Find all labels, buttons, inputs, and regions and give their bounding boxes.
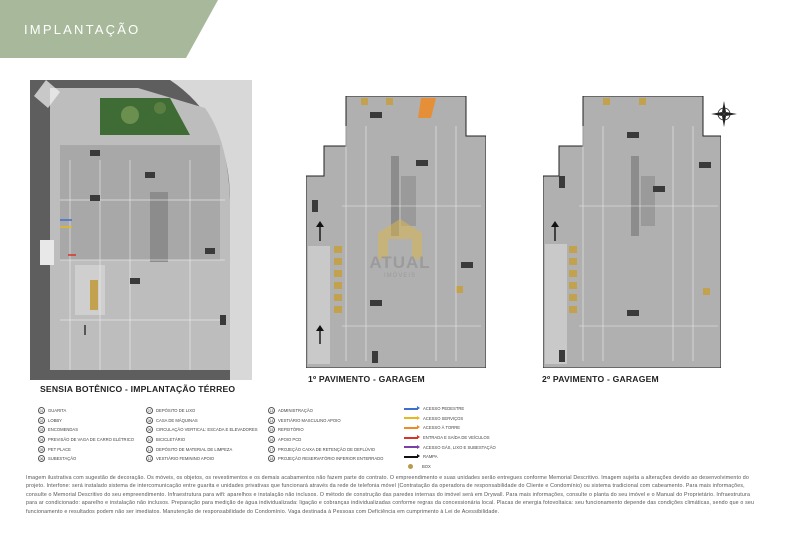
watermark-house-icon: [378, 219, 422, 259]
legend-label: DEPÓSITO DE LIXO: [156, 408, 196, 414]
watermark-text: ATUAL: [369, 253, 431, 272]
arrow-right-icon: [404, 406, 420, 411]
watermark-subtext: IMÓVEIS: [383, 273, 416, 279]
legend-number: 16: [268, 436, 275, 444]
legend-number: 02: [38, 416, 45, 424]
legend-label: APOIO PCD: [278, 437, 302, 443]
legend-label: BICICLETÁRIO: [156, 437, 186, 443]
legend-number: 05: [38, 445, 45, 453]
legend-number: 13: [268, 407, 275, 415]
legend-number: 15: [268, 426, 275, 434]
legend-label: ENTRADA E SAÍDA DE VEÍCULOS: [423, 435, 490, 441]
legend-item: ACESSO GÁS, LIXO E SUBESTAÇÃO: [404, 442, 496, 452]
legend-number: 11: [146, 445, 153, 453]
legend-label: CASA DE MÁQUINAS: [156, 417, 198, 423]
legend-item: ACESSO PEDESTRE: [404, 404, 496, 414]
legend-label: CIRCULAÇÃO VERTICAL: ESCADA E ELEVADORES: [156, 427, 258, 433]
legend-number: 03: [38, 426, 45, 434]
legend-number: 06: [38, 455, 45, 463]
ground-floor-drawing: [30, 80, 252, 380]
legend-item: BOX: [404, 462, 496, 472]
arrow-right-icon: [404, 444, 420, 449]
plan-ground-floor: [30, 80, 252, 380]
legend-item: ENTRADA E SAÍDA DE VEÍCULOS: [404, 433, 496, 443]
plan-second-floor: [542, 95, 722, 369]
legend-label: DEPÓSITO DE MATERIAL DE LIMPEZA: [156, 446, 233, 452]
arrow-right-icon: [404, 425, 420, 430]
legend-number: 09: [146, 426, 153, 434]
legend-number: 12: [146, 455, 153, 463]
legend-label: ACESSO PEDESTRE: [423, 406, 465, 412]
disclaimer-text: Imagem ilustrativa com sugestão de decor…: [26, 475, 755, 515]
legend-label: PROJEÇÃO RESERVATÓRIO INFERIOR ENTERRADO: [278, 456, 384, 462]
legend-label: ACESSO GÁS, LIXO E SUBESTAÇÃO: [423, 444, 496, 450]
arrow-right-icon: [404, 415, 420, 420]
arrow-right-icon: [404, 454, 420, 459]
legend-item: ACESSO À TORRE: [404, 423, 496, 433]
legend-number: 17: [268, 445, 275, 453]
header-banner: IMPLANTAÇÃO: [0, 0, 220, 58]
header-banner-shape: [0, 0, 218, 58]
watermark-logo: ATUAL IMÓVEIS: [360, 215, 440, 285]
legend-column-4: ACESSO PEDESTRE ACESSO SERVIÇOS ACESSO À…: [404, 404, 496, 471]
legend-number: 01: [38, 407, 45, 415]
legend-number: 04: [38, 436, 45, 444]
legend-item: ACESSO SERVIÇOS: [404, 414, 496, 424]
plan-label-ground: SENSIA BOTÊNICO - IMPLANTAÇÃO TÉRREO: [40, 384, 236, 394]
legend-label: REFEITÓRIO: [278, 427, 304, 433]
legend-number: 18: [268, 455, 275, 463]
legend-label: VESTIÁRIO FEMININO APOIO: [156, 456, 215, 462]
legend-label: LOBBY: [48, 417, 62, 423]
legend-label: ACESSO À TORRE: [423, 425, 461, 431]
legend-number: 08: [146, 416, 153, 424]
legend-label: BOX: [422, 463, 431, 469]
legend-item: RAMPA: [404, 452, 496, 462]
legend-label: ADMINISTRAÇÃO: [278, 408, 313, 414]
legend-label: VESTIÁRIO MASCULINO APOIO: [278, 417, 341, 423]
legend-label: PROJEÇÃO CAIXA DE RETENÇÃO DE DEFLÚVIO: [278, 446, 376, 452]
plan-label-second: 2º PAVIMENTO - GARAGEM: [542, 374, 659, 384]
plan-label-first: 1º PAVIMENTO - GARAGEM: [308, 374, 425, 384]
legend-label: GUARITA: [48, 408, 67, 414]
legend-label: SUBESTAÇÃO: [48, 456, 77, 462]
legend-number: 10: [146, 436, 153, 444]
compass-rose-icon: [711, 101, 737, 127]
legend-label: RAMPA: [423, 454, 438, 460]
legend-label: ENCOMENDAS: [48, 427, 79, 433]
legend-number: 07: [146, 407, 153, 415]
legend-label: PET PLACE: [48, 446, 71, 452]
page-title: IMPLANTAÇÃO: [24, 22, 141, 37]
legend-number: 14: [268, 416, 275, 424]
arrow-right-icon: [404, 435, 420, 440]
legend-label: ACESSO SERVIÇOS: [423, 415, 464, 421]
box-dot-icon: [408, 463, 413, 469]
legend-label: PREVISÃO DE VAGA DE CARRO ELÉTRICO: [48, 437, 135, 443]
second-floor-drawing: [542, 95, 722, 369]
